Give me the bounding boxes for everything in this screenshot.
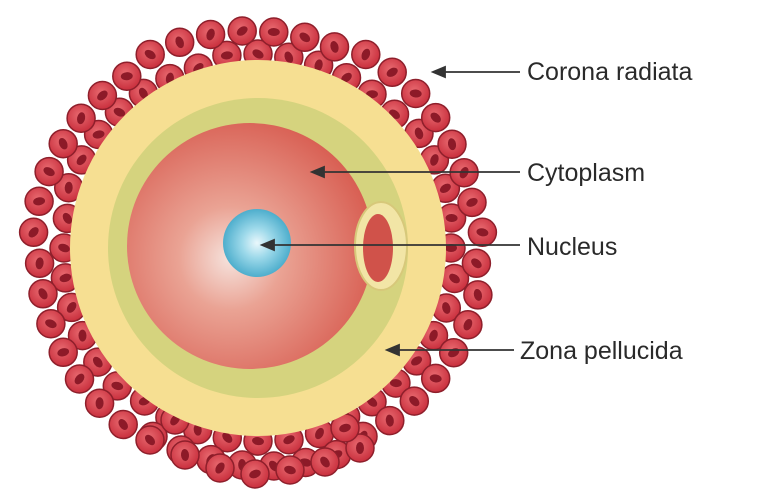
corona-cell: [352, 41, 380, 69]
corona-cell: [37, 310, 65, 338]
corona-cell: [468, 218, 496, 246]
corona-cell: [438, 130, 466, 158]
corona-cell: [166, 28, 194, 56]
corona-cell: [311, 448, 339, 476]
corona-cell: [458, 188, 486, 216]
label-cytoplasm: Cytoplasm: [527, 161, 645, 186]
corona-cell: [113, 62, 141, 90]
corona-cell: [422, 364, 450, 392]
corona-cell: [241, 460, 269, 488]
nucleus: [223, 209, 291, 277]
corona-cell: [291, 23, 319, 51]
corona-cell: [66, 365, 94, 393]
corona-cell: [25, 187, 53, 215]
corona-cell: [376, 407, 404, 435]
corona-cell: [276, 456, 304, 484]
corona-cell: [464, 281, 492, 309]
corona-cell: [86, 389, 114, 417]
label-nucleus: Nucleus: [527, 235, 617, 260]
corona-cell: [422, 104, 450, 132]
corona-cell: [49, 130, 77, 158]
corona-cell: [400, 387, 428, 415]
corona-cell: [26, 249, 54, 277]
corona-cell: [321, 33, 349, 61]
corona-cell: [67, 104, 95, 132]
corona-cell: [109, 411, 137, 439]
corona-cell: [440, 339, 468, 367]
corona-cell: [260, 18, 288, 46]
corona-cell: [49, 338, 77, 366]
corona-cell: [29, 280, 57, 308]
corona-cell: [402, 80, 430, 108]
corona-cell: [35, 158, 63, 186]
label-zona-pellucida: Zona pellucida: [520, 339, 683, 364]
corona-cell: [136, 426, 164, 454]
corona-cell: [171, 441, 199, 469]
polar-body: [363, 214, 393, 282]
corona-cell: [206, 454, 234, 482]
corona-cell: [462, 249, 490, 277]
corona-cell: [454, 311, 482, 339]
label-corona-radiata: Corona radiata: [527, 60, 692, 85]
corona-cell: [136, 41, 164, 69]
corona-cell: [378, 58, 406, 86]
corona-cell: [88, 82, 116, 110]
pointer-corona-arrow: [433, 67, 445, 77]
corona-cell: [20, 218, 48, 246]
corona-cell: [228, 17, 256, 45]
corona-cell: [197, 21, 225, 49]
